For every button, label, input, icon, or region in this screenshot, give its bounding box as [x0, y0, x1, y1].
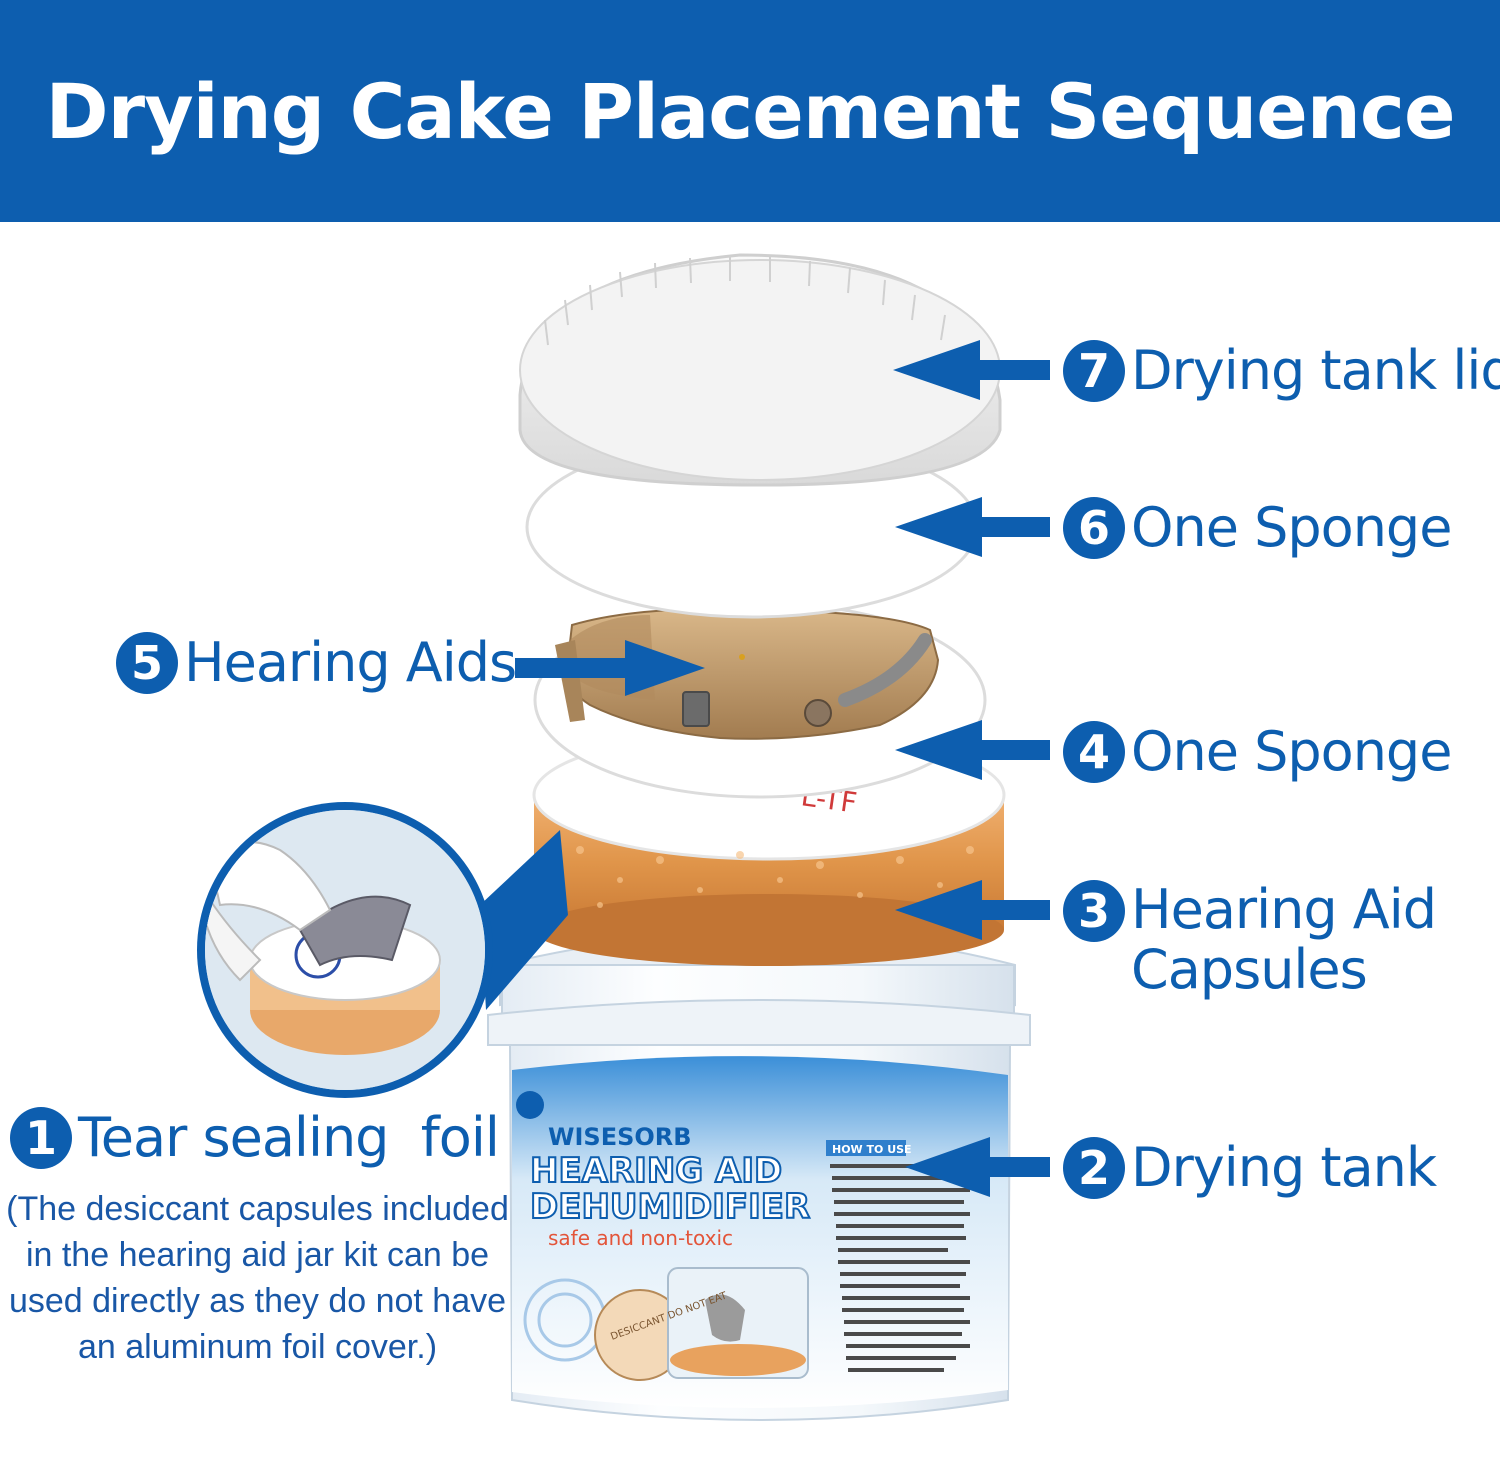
arrow-sponge-top: [895, 497, 1050, 557]
step-2-number: 2: [1063, 1137, 1125, 1199]
header-banner: Drying Cake Placement Sequence: [0, 0, 1500, 222]
step-6-number: 6: [1063, 497, 1125, 559]
tear-foil-callout: [197, 802, 568, 1098]
arrow-sponge-bottom: [895, 720, 1050, 780]
step-3-text-line2: Capsules: [1131, 938, 1368, 1001]
product-title-line2: DEHUMIDIFIER: [530, 1187, 810, 1227]
step-3-number: 3: [1063, 880, 1125, 942]
instruction-lines: [830, 1164, 970, 1372]
desiccant-note: (The desiccant capsules included in the …: [6, 1190, 509, 1366]
step-2-text: Drying tank: [1131, 1136, 1437, 1199]
step-4-text: One Sponge: [1131, 720, 1452, 783]
step-1-number: 1: [10, 1107, 72, 1169]
step-6-label: 6 One Sponge: [1063, 496, 1452, 559]
drying-tank: WISESORB HEARING AID DEHUMIDIFIER safe a…: [487, 931, 1031, 1421]
page-title: Drying Cake Placement Sequence: [45, 66, 1456, 156]
step-1-label: 1 Tear sealing foil: [10, 1106, 500, 1169]
step-1-text: Tear sealing foil: [78, 1106, 500, 1169]
step-6-text: One Sponge: [1131, 496, 1452, 559]
step-4-number: 4: [1063, 721, 1125, 783]
step-2-label: 2 Drying tank: [1063, 1136, 1437, 1199]
arrow-tank: [905, 1137, 1050, 1197]
step-3-text: Hearing Aid: [1131, 878, 1437, 941]
how-to-use-heading: HOW TO USE: [832, 1143, 912, 1156]
step-5-text: Hearing Aids: [184, 631, 517, 694]
brand-name: WISESORB: [548, 1123, 692, 1151]
arrows: [515, 340, 1050, 1197]
product-tagline: safe and non-toxic: [548, 1226, 733, 1250]
step-7-number: 7: [1063, 340, 1125, 402]
arrow-capsule: [895, 880, 1050, 940]
step-5-label: 5 Hearing Aids: [116, 631, 517, 694]
arrow-hearing-aids: [515, 640, 705, 696]
step-7-text: Drying tank lid: [1131, 339, 1500, 402]
arrow-lid: [893, 340, 1050, 400]
product-title-line1: HEARING AID: [530, 1151, 782, 1191]
step-7-label: 7 Drying tank lid: [1063, 340, 1500, 402]
step-4-label: 4 One Sponge: [1063, 720, 1452, 783]
step-5-number: 5: [116, 632, 178, 694]
step-3-label: 3 Hearing Aid Capsules: [1063, 878, 1437, 1001]
